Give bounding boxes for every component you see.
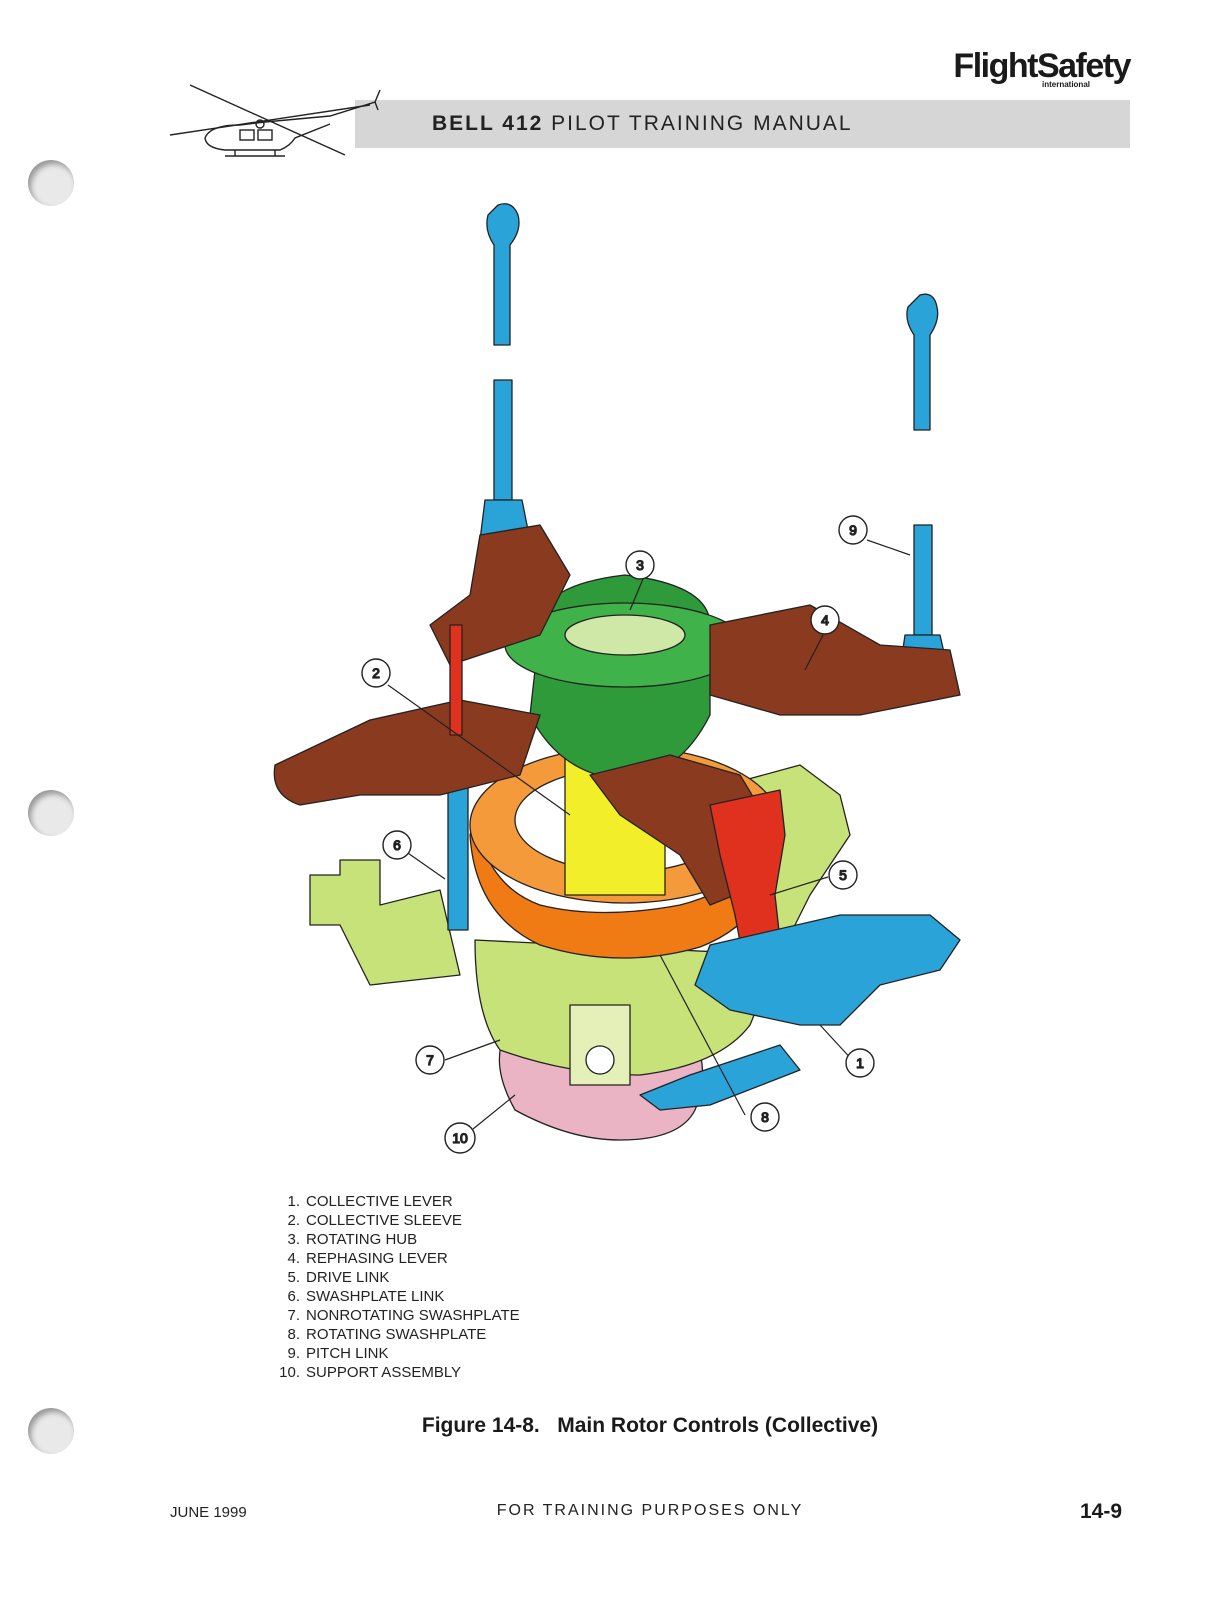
legend-item: 8.ROTATING SWASHPLATE <box>287 1326 487 1343</box>
legend-item: 2.COLLECTIVE SLEEVE <box>287 1212 462 1229</box>
svg-text:3: 3 <box>636 557 644 573</box>
brand-name: FlightSafety <box>953 47 1131 85</box>
callout-9: 9 <box>838 515 868 545</box>
svg-text:7: 7 <box>426 1052 434 1068</box>
pitch-link-right <box>906 293 939 431</box>
page-number: 14-9 <box>1080 1500 1123 1523</box>
legend-item: 7.NONROTATING SWASHPLATE <box>287 1307 520 1324</box>
manual-title-bold: BELL 412 <box>432 112 544 135</box>
collective-lever <box>694 914 961 1026</box>
callout-2: 2 <box>361 658 391 688</box>
svg-text:8: 8 <box>761 1109 769 1125</box>
callout-6: 6 <box>382 830 412 860</box>
legend-item: 4.REPHASING LEVER <box>287 1250 448 1267</box>
callout-7: 7 <box>415 1045 445 1075</box>
binder-hole-bottom <box>28 1408 74 1454</box>
manual-title: BELL 412 PILOT TRAINING MANUAL <box>432 112 853 136</box>
svg-text:2: 2 <box>372 665 380 681</box>
brand-subtitle: international <box>1041 80 1090 89</box>
legend-item: 9.PITCH LINK <box>287 1345 389 1362</box>
helicopter-logo <box>170 84 381 157</box>
header-band <box>355 100 1130 148</box>
legend-item: 1.COLLECTIVE LEVER <box>287 1193 453 1210</box>
callout-5: 5 <box>828 860 858 890</box>
callout-10: 10 <box>444 1122 476 1154</box>
callout-8: 8 <box>750 1102 780 1132</box>
rephasing-lever-left <box>273 699 541 806</box>
brand-logo: FlightSafety international <box>945 47 1131 89</box>
rotor-controls-illustration: 1 2 3 4 5 6 7 8 9 10 <box>273 203 961 1154</box>
footer-notice: FOR TRAINING PURPOSES ONLY <box>496 1502 804 1519</box>
legend-item: 3.ROTATING HUB <box>287 1231 418 1248</box>
binder-hole-middle <box>28 790 74 836</box>
pitch-link-left <box>486 203 520 346</box>
legend-item: 10.SUPPORT ASSEMBLY <box>279 1364 462 1381</box>
nonrotating-swashplate-bracket <box>309 859 461 986</box>
binder-hole-top <box>28 160 74 206</box>
parts-legend: 1.COLLECTIVE LEVER 2.COLLECTIVE SLEEVE 3… <box>270 1192 520 1382</box>
svg-text:9: 9 <box>849 522 857 538</box>
callout-4: 4 <box>810 605 840 635</box>
legend-item: 6.SWASHPLATE LINK <box>287 1288 445 1305</box>
legend-item: 5.DRIVE LINK <box>287 1269 390 1286</box>
svg-text:1: 1 <box>856 1055 864 1071</box>
figure-caption: Figure 14-8. Main Rotor Controls (Collec… <box>421 1414 879 1437</box>
svg-text:10: 10 <box>452 1130 468 1146</box>
manual-title-rest: PILOT TRAINING MANUAL <box>543 112 853 135</box>
svg-text:5: 5 <box>839 867 847 883</box>
svg-text:6: 6 <box>393 837 401 853</box>
footer-date: JUNE 1999 <box>170 1504 247 1521</box>
callout-1: 1 <box>845 1048 875 1078</box>
callout-3: 3 <box>625 550 655 580</box>
svg-text:4: 4 <box>821 612 829 628</box>
rephasing-lever-upper-left <box>429 524 571 666</box>
